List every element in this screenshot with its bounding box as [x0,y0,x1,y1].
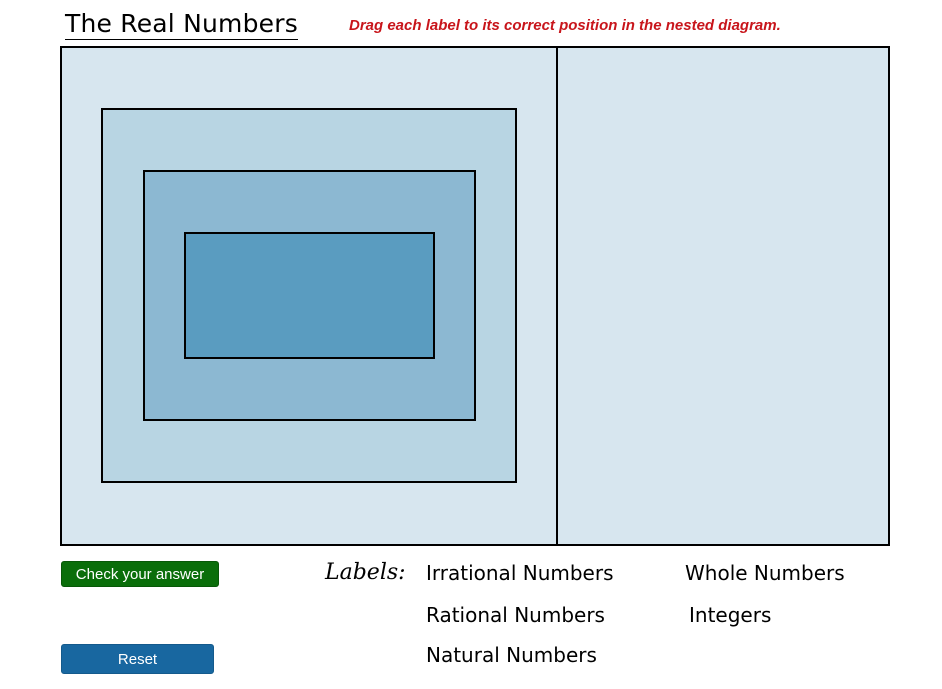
label-rational-numbers[interactable]: Rational Numbers [426,603,605,627]
instruction-text: Drag each label to its correct position … [349,17,781,34]
label-whole-numbers[interactable]: Whole Numbers [685,561,845,585]
reset-button[interactable]: Reset [61,644,214,674]
labels-heading: Labels: [325,560,406,585]
label-irrational-numbers[interactable]: Irrational Numbers [426,561,614,585]
diagram-divider [556,46,558,544]
label-integers[interactable]: Integers [689,603,772,627]
page-title: The Real Numbers [65,9,298,40]
label-natural-numbers[interactable]: Natural Numbers [426,643,597,667]
check-answer-button[interactable]: Check your answer [61,561,219,587]
whole-region[interactable] [184,232,435,359]
